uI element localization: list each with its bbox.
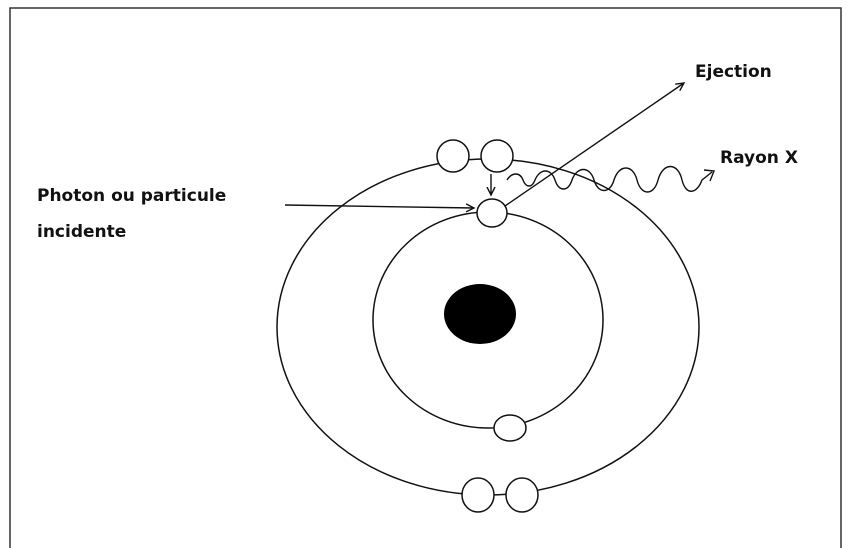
- nucleus: [444, 284, 516, 344]
- incident-label-line2: incidente: [37, 222, 127, 242]
- xray-wave: [506, 165, 713, 193]
- ejection-label: Ejection: [695, 62, 772, 82]
- outer-electron-top-right: [480, 139, 514, 173]
- diagram-frame: [9, 7, 842, 548]
- inner-electron-bottom: [493, 414, 527, 442]
- incident-label-line1: Photon ou particule: [37, 186, 227, 206]
- inner-electron-top: [476, 198, 508, 228]
- xray-label: Rayon X: [720, 148, 798, 168]
- outer-electron-bottom-left: [461, 477, 495, 513]
- incident-photon-arrow: [284, 205, 474, 208]
- ejection-arrow: [504, 83, 684, 207]
- xray-arrowhead: [703, 169, 715, 182]
- outer-electron-bottom-right: [505, 477, 539, 513]
- outer-electron-top-left: [436, 139, 470, 173]
